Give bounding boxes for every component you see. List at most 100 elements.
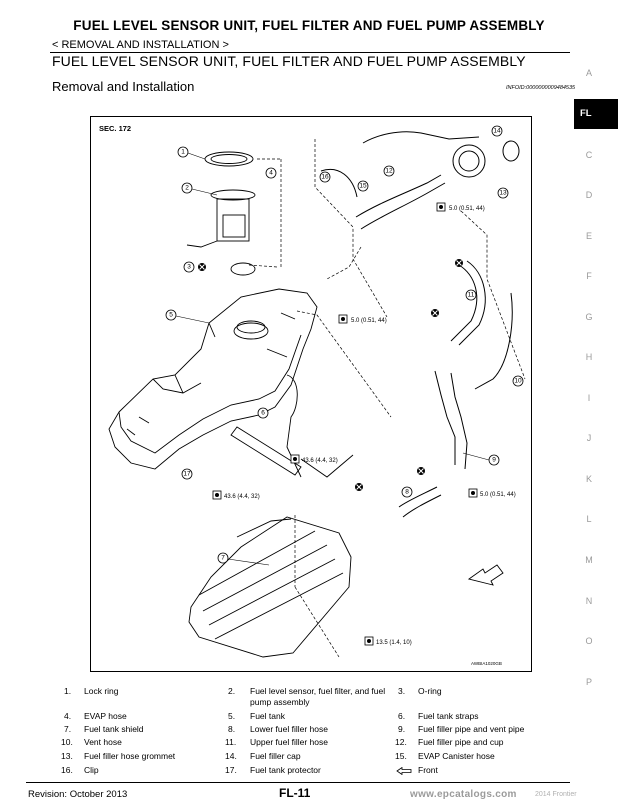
legend-text: Fuel filler cap — [250, 751, 301, 761]
svg-text:5: 5 — [169, 312, 173, 319]
torque-spec-4: 43.6 (4.4, 32) — [212, 490, 260, 500]
strap-and-shield — [188, 374, 354, 658]
legend-text: EVAP Canister hose — [418, 751, 495, 761]
page-title: FUEL LEVEL SENSOR UNIT, FUEL FILTER AND … — [73, 18, 545, 33]
svg-text:12: 12 — [385, 168, 393, 175]
parts-legend: 1. Lock ring 2. Fuel level sensor, fuel … — [50, 683, 570, 779]
callout-16: 16 — [319, 171, 331, 183]
side-index: A FL C D E F G H I J K L M N O P — [574, 0, 618, 809]
legend-text: Fuel tank shield — [84, 724, 144, 734]
watermark: www.epcatalogs.com — [410, 789, 517, 800]
callouts: 1 2 3 4 5 6 7 8 9 10 11 12 13 14 15 16 1… — [165, 125, 524, 566]
svg-text:10: 10 — [514, 378, 522, 385]
svg-text:43.6 (4.4, 32): 43.6 (4.4, 32) — [302, 458, 338, 464]
legend-number: 9. — [398, 724, 406, 734]
svg-text:1: 1 — [181, 149, 185, 156]
svg-text:4: 4 — [269, 170, 273, 177]
legend-text: Fuel filler hose grommet — [84, 751, 176, 761]
legend-number: 1. — [64, 686, 72, 696]
legend-number: 7. — [64, 724, 72, 734]
legend-number: 3. — [398, 686, 406, 696]
callout-17: 17 — [181, 468, 193, 480]
legend-number: 12. — [395, 737, 407, 747]
side-index-c[interactable]: C — [585, 150, 593, 160]
svg-text:14: 14 — [493, 128, 501, 135]
callout-14: 14 — [491, 125, 503, 137]
callout-4: 4 — [265, 167, 277, 179]
legend-number: 16. — [61, 765, 73, 775]
side-index-f[interactable]: F — [586, 271, 592, 281]
info-id: INFOID:0000000009484535 — [506, 85, 576, 91]
side-index-e[interactable]: E — [585, 231, 592, 241]
callout-9: 9 — [462, 452, 500, 466]
legend-number: 5. — [228, 711, 236, 721]
svg-text:5.0 (0.51, 44): 5.0 (0.51, 44) — [351, 318, 387, 324]
svg-text:8: 8 — [405, 489, 409, 496]
torque-spec-6: 13.5 (1.4, 10) — [364, 636, 412, 646]
side-index-fl-tab[interactable]: FL — [574, 99, 618, 129]
legend-text: Vent hose — [84, 737, 122, 747]
legend-text: Fuel tank — [250, 711, 285, 721]
side-index-g[interactable]: G — [585, 312, 593, 322]
legend-number: 4. — [64, 711, 72, 721]
side-index-j[interactable]: J — [586, 433, 592, 443]
legend-number: 2. — [228, 686, 236, 696]
legend-text: O-ring — [418, 686, 442, 696]
legend-number: 17. — [225, 765, 237, 775]
diagram-drawing: SEC. 172 AWBIA1020GB — [99, 124, 526, 666]
svg-text:16: 16 — [321, 174, 329, 181]
legend-number: 11. — [225, 737, 237, 747]
svg-text:13.5 (1.4, 10): 13.5 (1.4, 10) — [376, 640, 412, 646]
callout-13: 13 — [497, 187, 509, 199]
callout-5: 5 — [165, 309, 210, 324]
side-index-h[interactable]: H — [585, 352, 593, 362]
no-reuse-icon — [455, 259, 463, 267]
svg-text:9: 9 — [492, 457, 496, 464]
callout-2: 2 — [181, 182, 218, 196]
callout-7: 7 — [217, 552, 270, 566]
svg-text:5.0 (0.51, 44): 5.0 (0.51, 44) — [480, 492, 516, 498]
svg-text:17: 17 — [183, 471, 191, 478]
legend-text: Fuel tank straps — [418, 711, 479, 721]
callout-3: 3 — [183, 261, 195, 273]
section-title: FUEL LEVEL SENSOR UNIT, FUEL FILTER AND … — [52, 53, 526, 69]
side-index-i[interactable]: I — [587, 393, 591, 403]
svg-text:3: 3 — [187, 264, 191, 271]
filler-pipe — [320, 131, 520, 518]
front-arrow-icon — [396, 767, 412, 775]
side-index-p[interactable]: P — [585, 677, 592, 687]
front-arrow — [467, 564, 504, 586]
no-reuse-icon — [198, 263, 206, 271]
exploded-diagram: SEC. 172 AWBIA1020GB — [90, 116, 532, 672]
header-divider — [50, 52, 570, 53]
breadcrumb: < REMOVAL AND INSTALLATION > — [52, 39, 229, 51]
do-not-reuse-marks — [198, 259, 463, 491]
side-index-a[interactable]: A — [585, 68, 592, 78]
svg-text:6: 6 — [261, 410, 265, 417]
torque-spec-1: 5.0 (0.51, 44) — [436, 202, 485, 212]
side-index-m[interactable]: M — [585, 555, 593, 565]
svg-text:43.6 (4.4, 32): 43.6 (4.4, 32) — [224, 494, 260, 500]
torque-spec-3: 43.6 (4.4, 32) — [290, 454, 338, 464]
legend-number: 8. — [228, 724, 236, 734]
side-index-l[interactable]: L — [586, 514, 592, 524]
footer-divider — [26, 782, 570, 783]
side-index-d[interactable]: D — [585, 190, 593, 200]
svg-text:13: 13 — [499, 190, 507, 197]
section-label: SEC. 172 — [99, 124, 131, 133]
no-reuse-icon — [355, 483, 363, 491]
no-reuse-icon — [431, 309, 439, 317]
callout-15: 15 — [357, 180, 369, 192]
legend-number: 15. — [395, 751, 407, 761]
page-number: FL-11 — [279, 786, 311, 800]
svg-text:2: 2 — [185, 185, 189, 192]
callout-10: 10 — [512, 375, 524, 387]
side-index-n[interactable]: N — [585, 596, 593, 606]
legend-text: Fuel filler pipe and vent pipe — [418, 724, 525, 734]
legend-text: Front — [418, 765, 438, 775]
side-index-k[interactable]: K — [585, 474, 592, 484]
side-index-o[interactable]: O — [585, 636, 593, 646]
svg-text:11: 11 — [468, 292, 475, 299]
callout-1: 1 — [177, 146, 206, 160]
legend-text: Lock ring — [84, 686, 119, 696]
